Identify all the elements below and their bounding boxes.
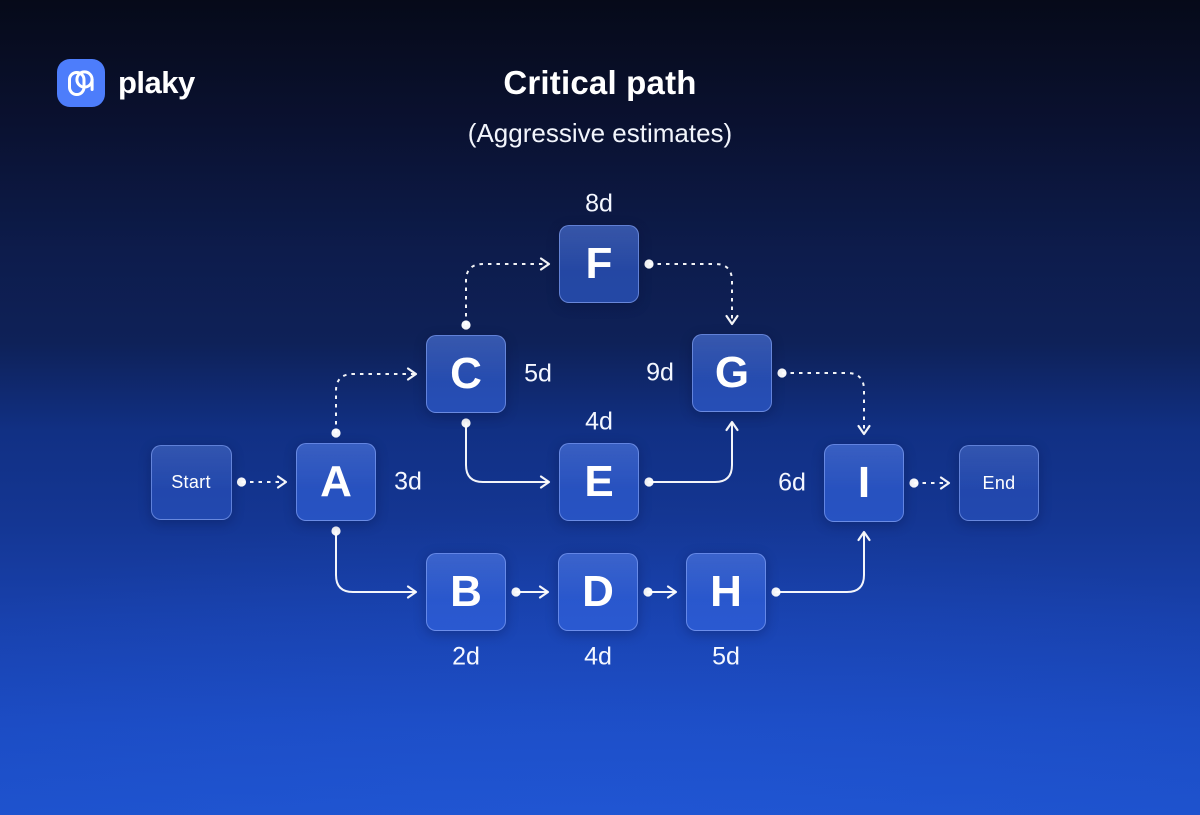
node-B: B xyxy=(426,553,506,631)
node-D: D xyxy=(558,553,638,631)
duration-E: 4d xyxy=(585,407,613,436)
edge-C-F-arrowhead xyxy=(539,257,551,271)
duration-F: 8d xyxy=(585,189,613,218)
node-C: C xyxy=(426,335,506,413)
node-end-label: End xyxy=(982,473,1016,493)
page-subtitle: (Aggressive estimates) xyxy=(467,118,733,148)
node-D-label: D xyxy=(582,567,614,616)
duration-A: 3d xyxy=(394,467,422,496)
edge-start-A-arrowhead xyxy=(276,475,288,489)
edge-E-G xyxy=(648,422,733,483)
node-end: End xyxy=(959,445,1039,521)
edge-F-G-arrowhead xyxy=(725,314,739,326)
plaky-logo-icon xyxy=(57,59,105,107)
edge-F-G xyxy=(649,263,733,323)
node-E: E xyxy=(559,443,639,521)
edge-A-C xyxy=(335,373,415,433)
node-H: H xyxy=(686,553,766,631)
duration-C: 5d xyxy=(524,359,552,388)
page-title: Critical path xyxy=(503,64,697,101)
edge-H-I xyxy=(775,532,865,593)
node-G-label: G xyxy=(714,348,750,397)
edge-A-B xyxy=(335,530,416,593)
node-F: F xyxy=(559,225,639,303)
node-I-label: I xyxy=(857,458,871,507)
edge-I-end-arrowhead xyxy=(939,476,951,490)
brand-logo: plaky xyxy=(57,59,195,107)
node-B-label: B xyxy=(450,567,482,616)
node-G: G xyxy=(692,334,772,412)
node-A: A xyxy=(296,443,376,521)
edge-G-I xyxy=(782,372,865,433)
edge-G-I-arrowhead xyxy=(857,424,871,436)
duration-D: 4d xyxy=(584,642,612,671)
node-start-label: Start xyxy=(171,472,211,492)
edge-C-F xyxy=(465,263,548,325)
edge-A-C-arrowhead xyxy=(406,367,418,381)
node-F-label: F xyxy=(585,239,613,288)
node-E-label: E xyxy=(584,457,614,506)
duration-I: 6d xyxy=(778,468,806,497)
brand-name: plaky xyxy=(118,65,195,100)
node-C-label: C xyxy=(450,349,482,398)
duration-B: 2d xyxy=(452,642,480,671)
node-A-label: A xyxy=(320,457,352,506)
duration-G: 9d xyxy=(646,358,674,387)
duration-H: 5d xyxy=(712,642,740,671)
node-H-label: H xyxy=(710,567,742,616)
edge-C-E xyxy=(465,422,549,483)
node-start: Start xyxy=(150,444,232,520)
node-I: I xyxy=(824,444,904,522)
